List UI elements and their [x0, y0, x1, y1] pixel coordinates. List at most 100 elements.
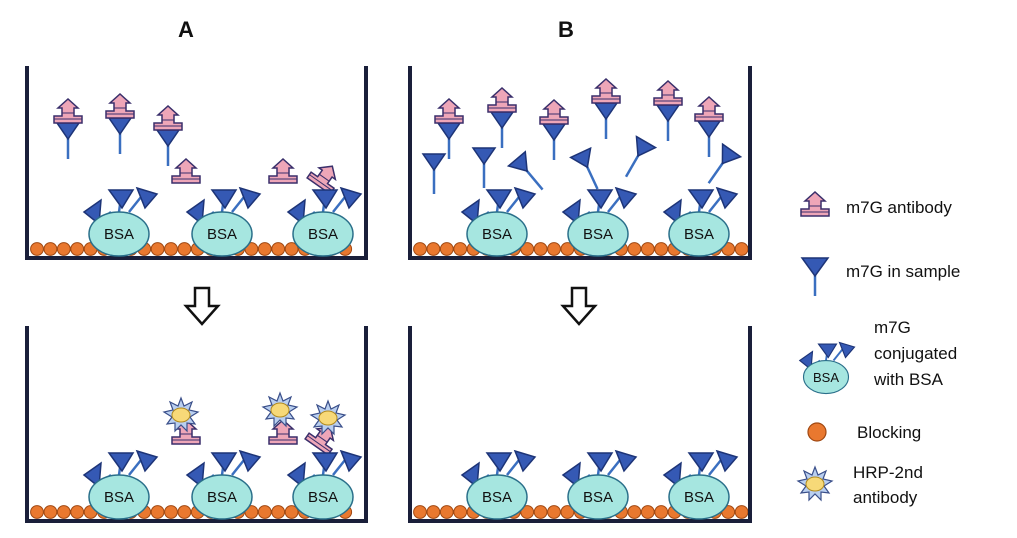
legend-blocking-label: Blocking	[857, 423, 921, 442]
panel-b-label: B	[558, 17, 574, 42]
blocking-bead	[627, 242, 642, 256]
blocking-bead	[734, 242, 749, 256]
blocking-bead	[627, 505, 642, 519]
blocking-bead	[271, 505, 286, 519]
blocking-bead	[43, 242, 58, 256]
bsa-label: BSA	[482, 226, 512, 243]
legend-conjugate-bsa-label: BSA	[813, 370, 839, 385]
blocking-bead	[439, 242, 454, 256]
well-wall	[25, 326, 368, 523]
free-sample-m7g-icon	[615, 135, 657, 184]
free-sample-m7g-icon	[569, 146, 609, 195]
blocking-bead	[177, 505, 192, 519]
bsa-label: BSA	[308, 489, 338, 506]
b-m7g-icon	[541, 123, 567, 142]
bound-antibody-icon	[268, 158, 298, 184]
blocking-bead	[150, 242, 165, 256]
free-m7g-icon	[107, 117, 133, 136]
blocking-bead	[453, 505, 468, 519]
free-m7g-icon	[55, 122, 81, 141]
blocking-bead	[453, 242, 468, 256]
legend-conjugate-label-3: with BSA	[873, 370, 944, 389]
blocking-bead	[164, 242, 178, 256]
free-sample-m7g-icon	[507, 150, 553, 198]
bound-antibody-icon	[171, 158, 201, 184]
free-m7g-icon	[155, 129, 181, 148]
b-antibody-icon	[434, 98, 464, 124]
free-sample-m7g-icon	[421, 152, 447, 196]
legend-hrp-label-2: antibody	[853, 488, 918, 507]
legend-m7g-label: m7G in sample	[846, 262, 960, 281]
blocking-bead	[426, 505, 441, 519]
b-m7g-icon	[655, 104, 681, 123]
legend-m7g-icon	[800, 257, 830, 296]
wells-layer	[25, 66, 752, 523]
b-antibody-icon	[591, 78, 621, 104]
legend-antibody-label: m7G antibody	[846, 198, 952, 217]
b-antibody-icon	[539, 99, 569, 125]
blocking-bead	[413, 505, 427, 519]
legend-blocking-icon	[807, 422, 827, 442]
blocking-bead	[547, 505, 561, 519]
blocking-bead	[164, 505, 178, 519]
blocking-bead	[533, 242, 548, 256]
blocking-bead	[284, 242, 299, 256]
blocking-bead	[560, 505, 575, 519]
legend-hrp-label-1: HRP-2nd	[853, 463, 923, 482]
blocking-bead	[439, 505, 454, 519]
bsa-label: BSA	[308, 226, 338, 243]
arrow-b-icon	[561, 286, 597, 326]
blocking-bead	[640, 242, 655, 256]
legend-conjugate-label-2: conjugated	[874, 344, 957, 363]
bsa-label: BSA	[482, 489, 512, 506]
blocking-bead	[56, 242, 71, 256]
b-antibody-icon	[487, 87, 517, 113]
blocking-bead	[426, 242, 441, 256]
bound-antibody-icon	[306, 157, 345, 195]
blocking-bead	[654, 505, 669, 519]
panel-a-label: A	[178, 17, 194, 42]
bsa-label: BSA	[583, 226, 613, 243]
blocking-bead	[30, 505, 44, 519]
blocking-bead	[43, 505, 58, 519]
legend-antibody-icon	[800, 191, 830, 217]
b-m7g-icon	[696, 120, 722, 139]
legend-hrp-icon	[797, 466, 833, 501]
blocking-bead	[70, 505, 85, 519]
bsa-label: BSA	[207, 226, 237, 243]
blocking-bead	[734, 505, 749, 519]
blocking-bead	[177, 242, 192, 256]
blocking-bead	[257, 242, 272, 256]
b-antibody-icon	[694, 96, 724, 122]
free-molecules-layer	[53, 78, 742, 456]
blocking-bead	[520, 505, 535, 519]
hrp-antibody-icon	[262, 392, 298, 427]
blocking-bead	[70, 242, 85, 256]
bsa-label: BSA	[583, 489, 613, 506]
b-m7g-icon	[436, 122, 462, 141]
free-sample-m7g-icon	[698, 142, 742, 191]
blocking-bead	[257, 505, 272, 519]
blocking-bead	[654, 242, 669, 256]
blocking-bead	[284, 505, 299, 519]
free-sample-m7g-icon	[471, 146, 497, 190]
bsa-label: BSA	[684, 489, 714, 506]
free-antibody-icon	[105, 93, 135, 119]
legend-conjugate-label-1: m7G	[874, 318, 911, 337]
blocking-bead	[56, 505, 71, 519]
legend: m7G antibody m7G in sample BSA m7G conju…	[797, 191, 960, 507]
blocking-bead	[547, 242, 561, 256]
b-m7g-icon	[489, 111, 515, 130]
b-antibody-icon	[653, 80, 683, 106]
blocking-bead	[640, 505, 655, 519]
blocking-bead	[413, 242, 427, 256]
blocking-bead	[560, 242, 575, 256]
blocking-bead	[271, 242, 286, 256]
blocking-bead	[30, 242, 44, 256]
legend-conjugate-icon	[798, 341, 856, 395]
bsa-label: BSA	[684, 226, 714, 243]
blocking-bead	[520, 242, 535, 256]
b-m7g-icon	[593, 102, 619, 121]
